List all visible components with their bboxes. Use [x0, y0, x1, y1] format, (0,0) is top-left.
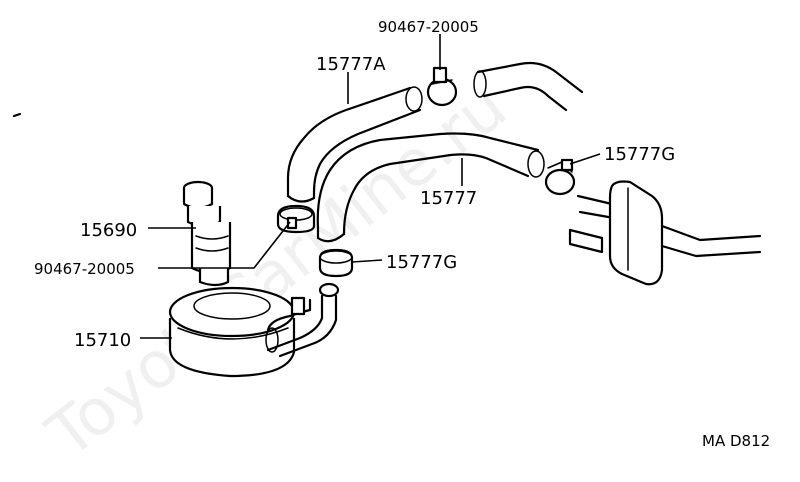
upper-pipe [473, 61, 584, 112]
hose-15777 [316, 132, 545, 243]
label-oil-cooler: 15710 [74, 330, 131, 351]
diagram-code: MA D812 [702, 432, 770, 450]
label-clip-left: 90467-20005 [34, 260, 135, 278]
label-clamp-lower: 15777G [386, 252, 457, 273]
hose-15777a [286, 86, 423, 203]
label-clamp-right: 15777G [604, 144, 675, 165]
label-clip-top: 90467-20005 [378, 18, 479, 36]
label-hose-15777: 15777 [420, 188, 477, 209]
clamp-lower [318, 248, 354, 278]
leader-lines [140, 34, 601, 339]
clip-left [276, 204, 316, 234]
right-fitting [568, 180, 762, 286]
clamp-right [544, 158, 576, 196]
relief-valve-15690 [182, 180, 232, 287]
clip-top [426, 66, 458, 107]
label-relief-valve: 15690 [80, 220, 137, 241]
oil-cooler-15710 [168, 282, 340, 378]
label-hose-15777a: 15777A [316, 54, 386, 75]
edge-mark [12, 112, 22, 118]
